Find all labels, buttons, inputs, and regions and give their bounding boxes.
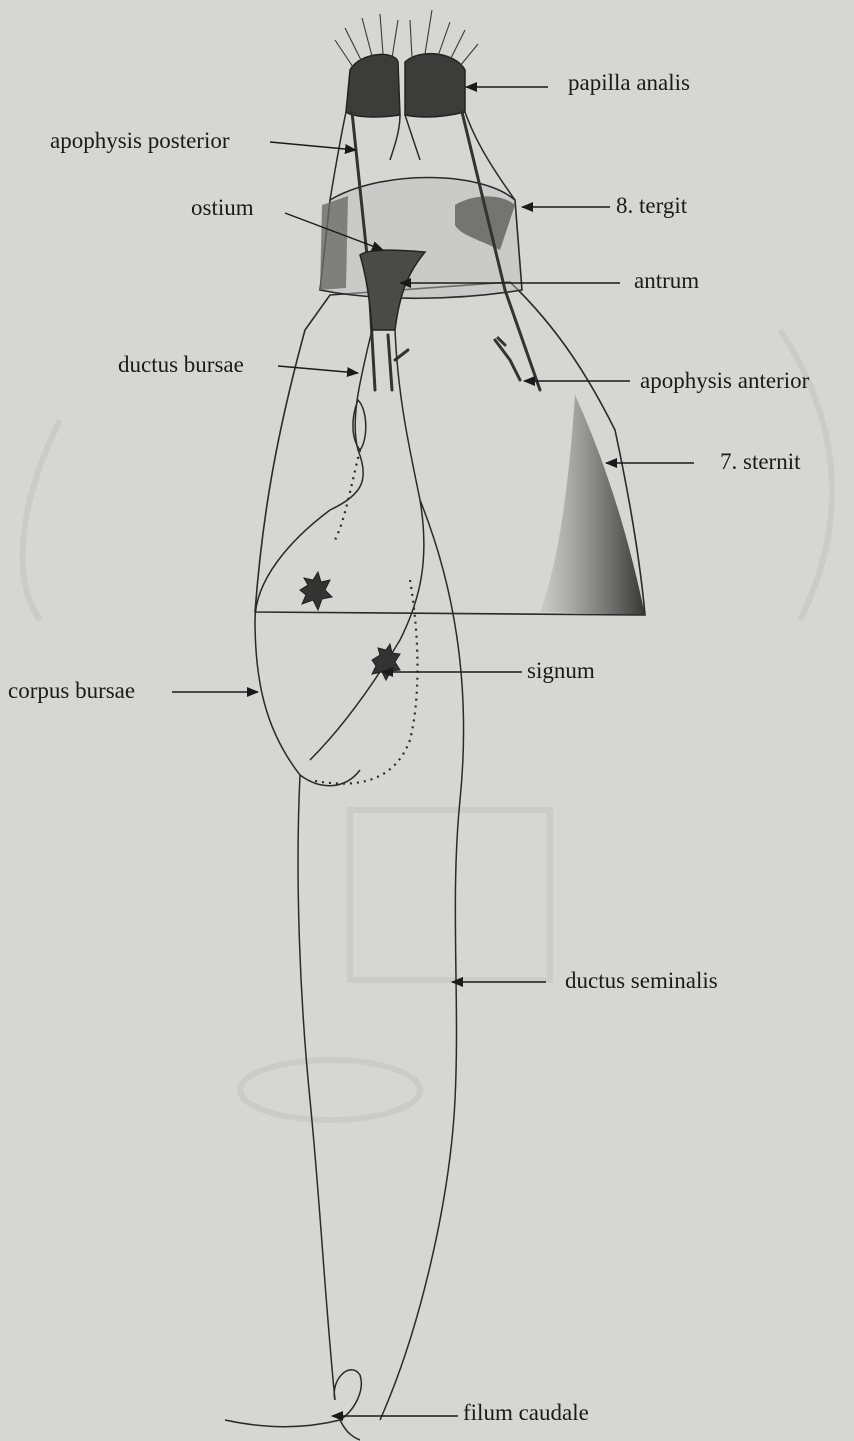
signum-shapes xyxy=(300,572,400,680)
label-apophysis-posterior: apophysis posterior xyxy=(50,128,230,154)
sternit-7-shape xyxy=(255,282,645,615)
label-corpus-bursae: corpus bursae xyxy=(8,678,135,704)
label-sternit-7: 7. sternit xyxy=(720,449,801,475)
papilla-analis-shape xyxy=(335,10,478,117)
arrow-apophysis-posterior xyxy=(270,142,356,150)
ghost-background xyxy=(23,330,832,1120)
label-ostium: ostium xyxy=(191,195,254,221)
label-papilla-analis: papilla analis xyxy=(568,70,690,96)
filum-caudale-shape xyxy=(225,1370,361,1440)
label-ductus-seminalis: ductus seminalis xyxy=(565,968,718,994)
label-signum: signum xyxy=(527,658,595,684)
label-filum-caudale: filum caudale xyxy=(463,1400,589,1426)
label-antrum: antrum xyxy=(634,268,699,294)
label-ductus-bursae: ductus bursae xyxy=(118,352,244,378)
bursa-outline xyxy=(255,330,464,1420)
label-apophysis-anterior: apophysis anterior xyxy=(640,368,809,394)
dotted-inner-outline xyxy=(310,450,418,784)
arrow-ductus-bursae xyxy=(278,366,358,373)
label-tergit-8: 8. tergit xyxy=(616,193,687,219)
